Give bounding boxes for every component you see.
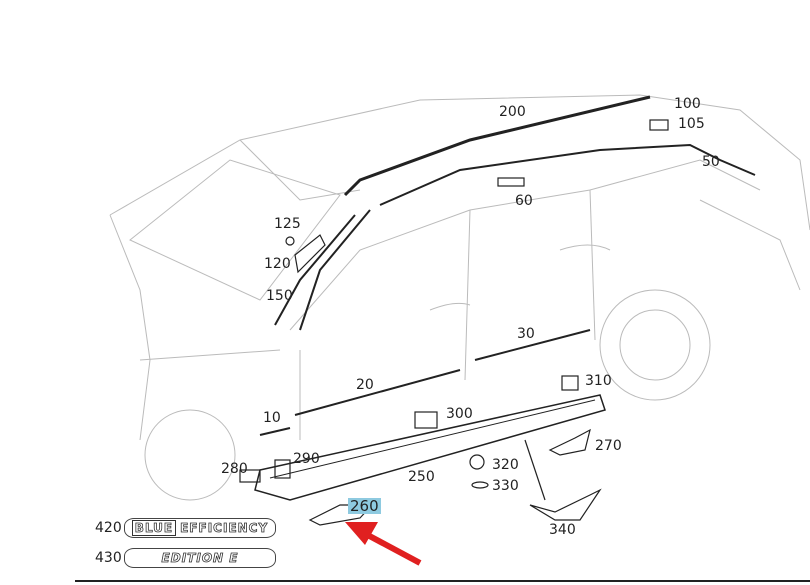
callout-420: 420 bbox=[95, 520, 122, 536]
callout-330: 330 bbox=[492, 478, 519, 494]
part-270 bbox=[548, 428, 591, 456]
callout-150: 150 bbox=[266, 288, 293, 304]
callout-260-highlighted: 260 bbox=[348, 497, 381, 515]
callout-20: 20 bbox=[356, 377, 374, 393]
roof-trim-50 bbox=[379, 143, 756, 206]
callout-300: 300 bbox=[446, 406, 473, 422]
callout-105: 105 bbox=[678, 116, 705, 132]
badge-text-edition-e: EDITION E bbox=[161, 551, 239, 566]
sill-250 bbox=[254, 394, 606, 501]
callout-10: 10 bbox=[263, 410, 281, 426]
trim-10 bbox=[259, 427, 291, 436]
callout-50: 50 bbox=[702, 154, 720, 170]
callout-270: 270 bbox=[595, 438, 622, 454]
badge-text-efficiency: EFFICIENCY bbox=[180, 521, 269, 536]
callout-120: 120 bbox=[264, 256, 291, 272]
callout-60: 60 bbox=[515, 193, 533, 209]
callout-250: 250 bbox=[408, 469, 435, 485]
callout-125: 125 bbox=[274, 216, 301, 232]
callout-320: 320 bbox=[492, 457, 519, 473]
callout-340: 340 bbox=[549, 522, 576, 538]
part-340 bbox=[529, 488, 602, 521]
callout-280: 280 bbox=[221, 461, 248, 477]
roof-rail-200 bbox=[343, 95, 651, 197]
callout-100: 100 bbox=[674, 96, 701, 112]
callout-200: 200 bbox=[499, 104, 526, 120]
callout-290: 290 bbox=[293, 451, 320, 467]
trim-20 bbox=[294, 369, 461, 416]
red-arrow bbox=[345, 522, 422, 566]
callout-430: 430 bbox=[95, 550, 122, 566]
bottom-divider bbox=[75, 580, 810, 582]
edition-e-badge: EDITION E bbox=[124, 548, 276, 568]
blue-efficiency-badge: BLUE EFFICIENCY bbox=[124, 518, 276, 538]
badge-text-blue: BLUE bbox=[131, 520, 177, 536]
callout-310: 310 bbox=[585, 373, 612, 389]
trim-30 bbox=[474, 329, 591, 361]
callout-30: 30 bbox=[517, 326, 535, 342]
